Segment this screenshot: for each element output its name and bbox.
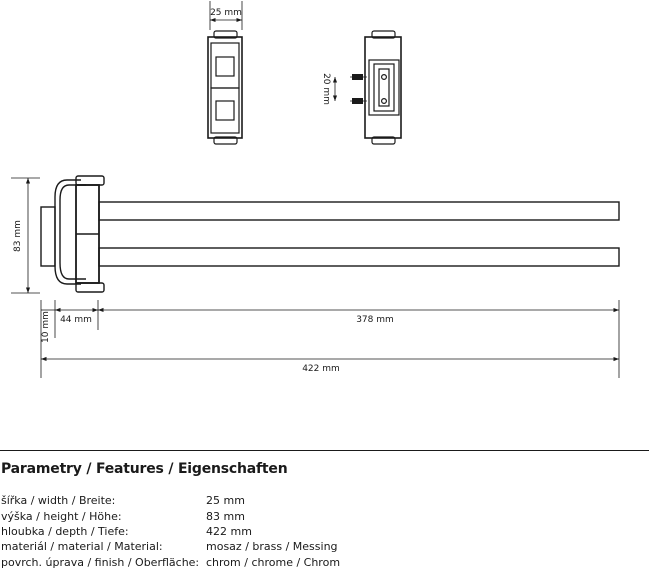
technical-drawing: 25 mm 20 mm 83 mm <box>11 1 620 378</box>
feature-row-depth: hloubka / depth / Tiefe: 422 mm <box>0 525 649 541</box>
feature-row-width: šířka / width / Breite: 25 mm <box>0 494 649 510</box>
dim-height: 83 mm <box>13 220 23 252</box>
dim-mount-depth: 44 mm <box>60 315 92 325</box>
dim-total-depth: 422 mm <box>302 364 340 374</box>
feature-row-material: materiál / material / Material: mosaz / … <box>0 540 649 556</box>
feature-label: výška / height / Höhe: <box>1 510 122 523</box>
front-view <box>207 1 243 145</box>
feature-value: chrom / chrome / Chrom <box>206 556 341 569</box>
dim-bar-length: 378 mm <box>356 315 394 325</box>
features-section: Parametry / Features / Eigenschaften šíř… <box>0 450 649 569</box>
feature-value: 83 mm <box>206 510 245 523</box>
side-view <box>40 175 620 293</box>
dim-hole-spacing: 20 mm <box>321 73 331 105</box>
dim-thickness: 10 mm <box>41 311 51 343</box>
feature-label: hloubka / depth / Tiefe: <box>1 525 129 538</box>
feature-label: povrch. úprava / finish / Oberfläche: <box>1 556 200 569</box>
screw-icons <box>352 74 363 104</box>
feature-row-height: výška / height / Höhe: 83 mm <box>0 510 649 526</box>
feature-row-finish: povrch. úprava / finish / Oberfläche: ch… <box>0 556 649 572</box>
dim-height-lines <box>11 177 40 294</box>
feature-value: 25 mm <box>206 494 245 507</box>
dim-top-width: 25 mm <box>210 8 242 18</box>
feature-label: šířka / width / Breite: <box>1 494 116 507</box>
dim-bottom-lines <box>40 300 620 378</box>
feature-value: mosaz / brass / Messing <box>206 540 338 553</box>
feature-value: 422 mm <box>206 525 252 538</box>
back-view <box>332 30 402 145</box>
feature-label: materiál / material / Material: <box>1 540 163 553</box>
features-title: Parametry / Features / Eigenschaften <box>1 461 288 477</box>
